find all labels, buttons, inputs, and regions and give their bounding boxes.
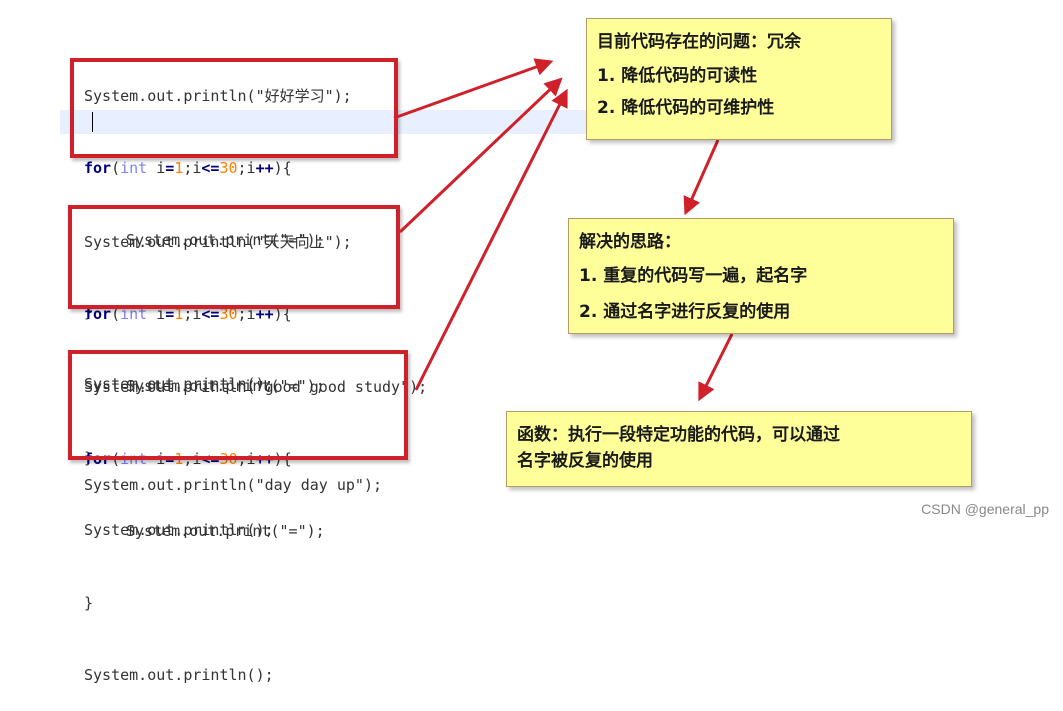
loop-body-line: System.out.print("="); <box>126 377 325 395</box>
arrow-box3-to-problem <box>414 88 568 391</box>
text-caret <box>92 112 93 132</box>
function-line-1: 函数：执行一段特定功能的代码，可以通过 <box>517 425 840 445</box>
solution-note: 解决的思路： 1. 重复的代码写一遍，起名字 2. 通过名字进行反复的使用 <box>568 218 954 334</box>
final-println-line: System.out.println("day day up"); <box>84 476 383 494</box>
problem-title: 目前代码存在的问题：冗余 <box>597 32 801 52</box>
solution-item-2: 2. 通过名字进行反复的使用 <box>579 302 791 322</box>
println-empty-line: System.out.println(); <box>84 666 274 684</box>
solution-item-1: 1. 重复的代码写一遍，起名字 <box>579 266 808 286</box>
code-block-1: System.out.println("好好学习"); for(int i=1;… <box>84 36 352 420</box>
arrow-box1-to-problem <box>393 58 554 120</box>
arrow-solution-to-function <box>698 333 734 402</box>
watermark: CSDN @general_pp <box>921 501 1049 517</box>
current-line-highlight <box>60 110 590 134</box>
solution-title: 解决的思路： <box>579 232 681 252</box>
println-empty-line: System.out.println(); <box>84 375 274 393</box>
code-block-2: System.out.println("天天向上"); for(int i=1;… <box>84 182 352 566</box>
for-loop-line: for(int i=1;i<=30;i++){ <box>84 159 292 177</box>
arrows-layer <box>393 58 734 402</box>
function-line-2: 名字被反复的使用 <box>517 451 653 471</box>
loop-close-line: } <box>84 303 94 321</box>
function-note: 函数：执行一段特定功能的代码，可以通过 名字被反复的使用 <box>506 411 972 487</box>
loop-close-line: } <box>84 594 94 612</box>
redundant-loop-box-2 <box>68 205 400 309</box>
println-line: System.out.println("good good study"); <box>84 378 428 396</box>
for-loop-line: for(int i=1;i<=30;i++){ <box>84 305 292 323</box>
loop-body-line: System.out.print("="); <box>126 231 325 249</box>
problem-note: 目前代码存在的问题：冗余 1. 降低代码的可读性 2. 降低代码的可维护性 <box>586 18 892 140</box>
problem-item-1: 1. 降低代码的可读性 <box>597 66 758 86</box>
problem-item-2: 2. 降低代码的可维护性 <box>597 98 775 118</box>
redundant-loop-box-1 <box>70 58 398 158</box>
println-line: System.out.println("好好学习"); <box>84 87 352 105</box>
redundant-loop-box-3 <box>68 350 408 460</box>
arrow-box2-to-problem <box>398 77 563 234</box>
println-line: System.out.println("天天向上"); <box>84 233 352 251</box>
arrow-problem-to-solution <box>683 139 720 216</box>
